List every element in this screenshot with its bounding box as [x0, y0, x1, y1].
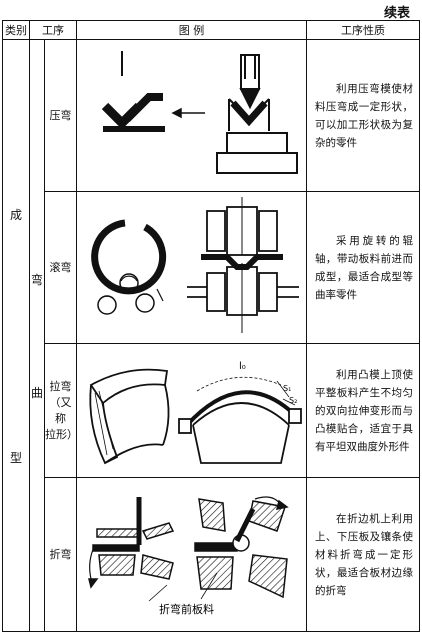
header-process: 工序	[29, 20, 77, 40]
header-row: 类别 工序 图 例 工序性质	[2, 20, 420, 40]
category-char-1: 成	[9, 207, 22, 222]
fold-bend-diagram: 折弯前板料	[88, 495, 289, 616]
diagram-stretch-bend: l₀ S₁ S₂	[76, 343, 307, 478]
subcategory-char-2: 曲	[30, 385, 43, 400]
subcategory-cell: 弯 曲	[29, 39, 45, 632]
process-table: 类别 工序 图 例 工序性质 成 型 弯 曲 压弯	[2, 20, 420, 632]
header-nature: 工序性质	[306, 20, 420, 40]
table-row: 拉弯 （又称 拉形）	[3, 343, 420, 478]
continued-label: 续表	[383, 6, 410, 21]
process-description: 在折边机上利用上、下压板及镶条使材料折弯成一定形状，最适合板材边缘的折弯	[306, 477, 420, 632]
process-description: 利用凸模上顶使平整板料产生不均匀的双向拉伸变形而与凸模贴合，适宜于具有平坦双曲度…	[306, 343, 420, 478]
roll-bend-diagram	[91, 196, 299, 333]
label-s1: S₁	[283, 384, 291, 393]
process-name: 压弯	[44, 39, 77, 192]
process-name: 滚弯	[44, 191, 77, 344]
stretch-bend-diagram: l₀ S₁ S₂	[89, 361, 302, 464]
table-row: 滚弯	[3, 191, 420, 344]
header-category: 类别	[2, 20, 30, 40]
process-name: 折弯	[44, 477, 77, 632]
press-bend-diagram	[101, 50, 298, 174]
label-l0: l₀	[239, 361, 246, 372]
header-diagram: 图 例	[76, 20, 307, 40]
table-row: 折弯	[3, 477, 420, 632]
diagram-press-bend	[76, 39, 307, 192]
diagram-roll-bend	[76, 191, 307, 344]
subcategory-char-1: 弯	[30, 272, 43, 287]
diagram-fold-bend: 折弯前板料	[76, 477, 307, 632]
process-description: 采用旋转的辊轴，带动板料前进而成型，最适合成型等曲率零件	[306, 191, 420, 344]
category-char-2: 型	[9, 450, 22, 465]
label-s2: S₂	[289, 396, 297, 405]
category-cell: 成 型	[2, 39, 30, 632]
label-fold-before: 折弯前板料	[159, 602, 214, 616]
process-description: 利用压弯模使材料压弯成一定形状，可以加工形状极为复杂的零件	[306, 39, 420, 192]
process-name: 拉弯 （又称 拉形）	[44, 343, 78, 478]
table-row: 成 型 弯 曲 压弯	[2, 39, 420, 632]
